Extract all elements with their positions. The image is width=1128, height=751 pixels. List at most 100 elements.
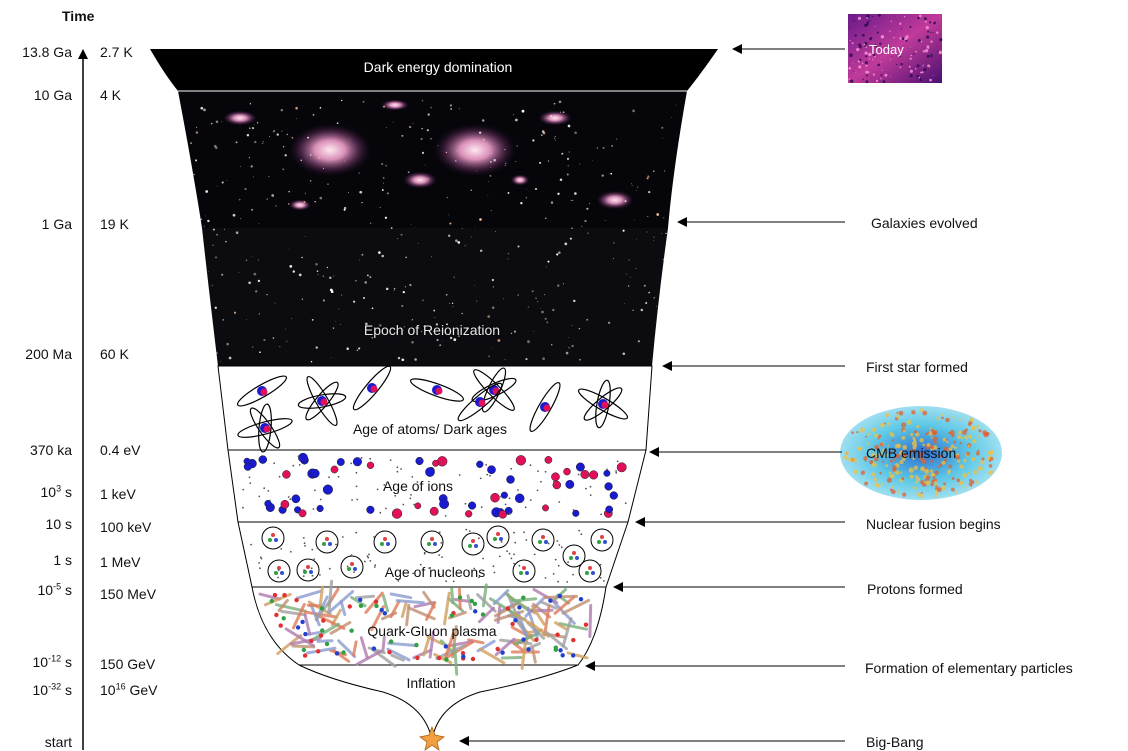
star-dot	[547, 160, 550, 162]
atom-orbit	[306, 375, 338, 427]
quark	[521, 595, 526, 600]
atom-orbit	[258, 403, 272, 453]
electron-dot	[396, 470, 399, 473]
star-dot	[490, 210, 492, 212]
band-atoms	[217, 365, 653, 451]
electron-dot	[242, 506, 244, 509]
star-dot	[286, 133, 288, 136]
galaxy	[288, 199, 312, 211]
quark	[387, 650, 392, 655]
electron-dot	[273, 462, 276, 465]
quark	[271, 533, 275, 537]
cmb-dot	[949, 430, 955, 435]
quark	[325, 537, 329, 541]
star-dot	[409, 283, 412, 287]
electron-dot	[289, 498, 292, 501]
electron-dot	[297, 455, 300, 458]
star-dot	[238, 198, 241, 201]
cmb-dot	[956, 478, 961, 483]
star-dot	[625, 273, 627, 275]
cmb-dot	[881, 423, 885, 428]
today-dot	[848, 66, 852, 70]
star-dot	[414, 227, 415, 228]
cmb-dot	[887, 422, 891, 426]
cmb-dot	[976, 425, 980, 428]
quark	[358, 597, 363, 602]
quark	[571, 637, 576, 643]
atom-orbit	[457, 382, 503, 422]
lepton-dot	[599, 577, 602, 579]
cmb-dot	[893, 458, 896, 461]
quark	[468, 544, 472, 548]
quark	[569, 556, 573, 560]
gluon	[276, 633, 303, 655]
ion	[310, 468, 320, 478]
lepton-dot	[560, 546, 563, 549]
today-dot	[861, 62, 864, 65]
today-dot	[857, 16, 862, 20]
quark	[319, 606, 325, 611]
gluon	[389, 599, 401, 619]
electron-dot	[356, 498, 359, 501]
ion	[322, 484, 333, 495]
today-dot	[857, 60, 861, 63]
quark	[294, 597, 299, 603]
star-dot	[503, 298, 505, 300]
temp-label: 150 GeV	[100, 656, 156, 672]
quark	[557, 593, 562, 599]
star-dot	[449, 336, 453, 340]
today-dot	[859, 58, 862, 62]
electron-dot	[419, 458, 422, 461]
gluon	[558, 622, 588, 631]
star-dot	[540, 308, 542, 309]
galaxy	[431, 122, 519, 178]
star-dot	[474, 285, 476, 286]
star-dot	[200, 218, 203, 221]
today-dot	[849, 79, 854, 83]
atom-orbit	[236, 375, 288, 407]
today-map-texture	[848, 13, 943, 84]
star-dot	[562, 283, 564, 285]
today-dot	[917, 38, 921, 43]
electron-dot	[263, 487, 266, 490]
quark	[282, 593, 287, 598]
star-dot	[222, 319, 224, 321]
cmb-dot	[888, 471, 892, 475]
cmb-dot	[966, 451, 971, 456]
star-dot	[591, 159, 593, 161]
cmb-dot	[925, 432, 928, 436]
star-dot	[211, 122, 213, 125]
lepton-dot	[289, 550, 292, 553]
electron-dot	[480, 506, 483, 509]
star-dot	[381, 254, 384, 258]
lepton-dot	[525, 539, 528, 541]
cmb-dot	[896, 411, 899, 414]
atom-orbit	[410, 378, 464, 402]
lepton-dot	[374, 564, 377, 567]
lepton-dot	[547, 542, 550, 545]
lepton-dot	[250, 543, 253, 546]
lepton-dot	[508, 552, 511, 555]
star-dot	[470, 189, 472, 191]
star-dot	[602, 146, 605, 149]
today-dot	[896, 63, 898, 66]
lepton-dot	[533, 553, 536, 556]
electron-dot	[485, 464, 488, 466]
star-dot	[363, 297, 365, 299]
nucleon	[461, 532, 485, 556]
ion	[604, 482, 613, 491]
gluon	[311, 622, 340, 641]
cmb-dot	[935, 492, 938, 495]
cmb-dot	[909, 474, 914, 479]
cmb-dot	[902, 429, 906, 433]
star-dot	[445, 293, 448, 296]
gluon	[381, 635, 386, 653]
star-dot	[421, 331, 423, 333]
star-dot	[653, 236, 655, 238]
quark	[471, 539, 475, 543]
electron-dot	[242, 488, 245, 491]
today-dot	[879, 42, 882, 46]
today-dot	[884, 73, 888, 77]
lepton-dot	[440, 542, 443, 544]
gluon	[544, 630, 568, 651]
